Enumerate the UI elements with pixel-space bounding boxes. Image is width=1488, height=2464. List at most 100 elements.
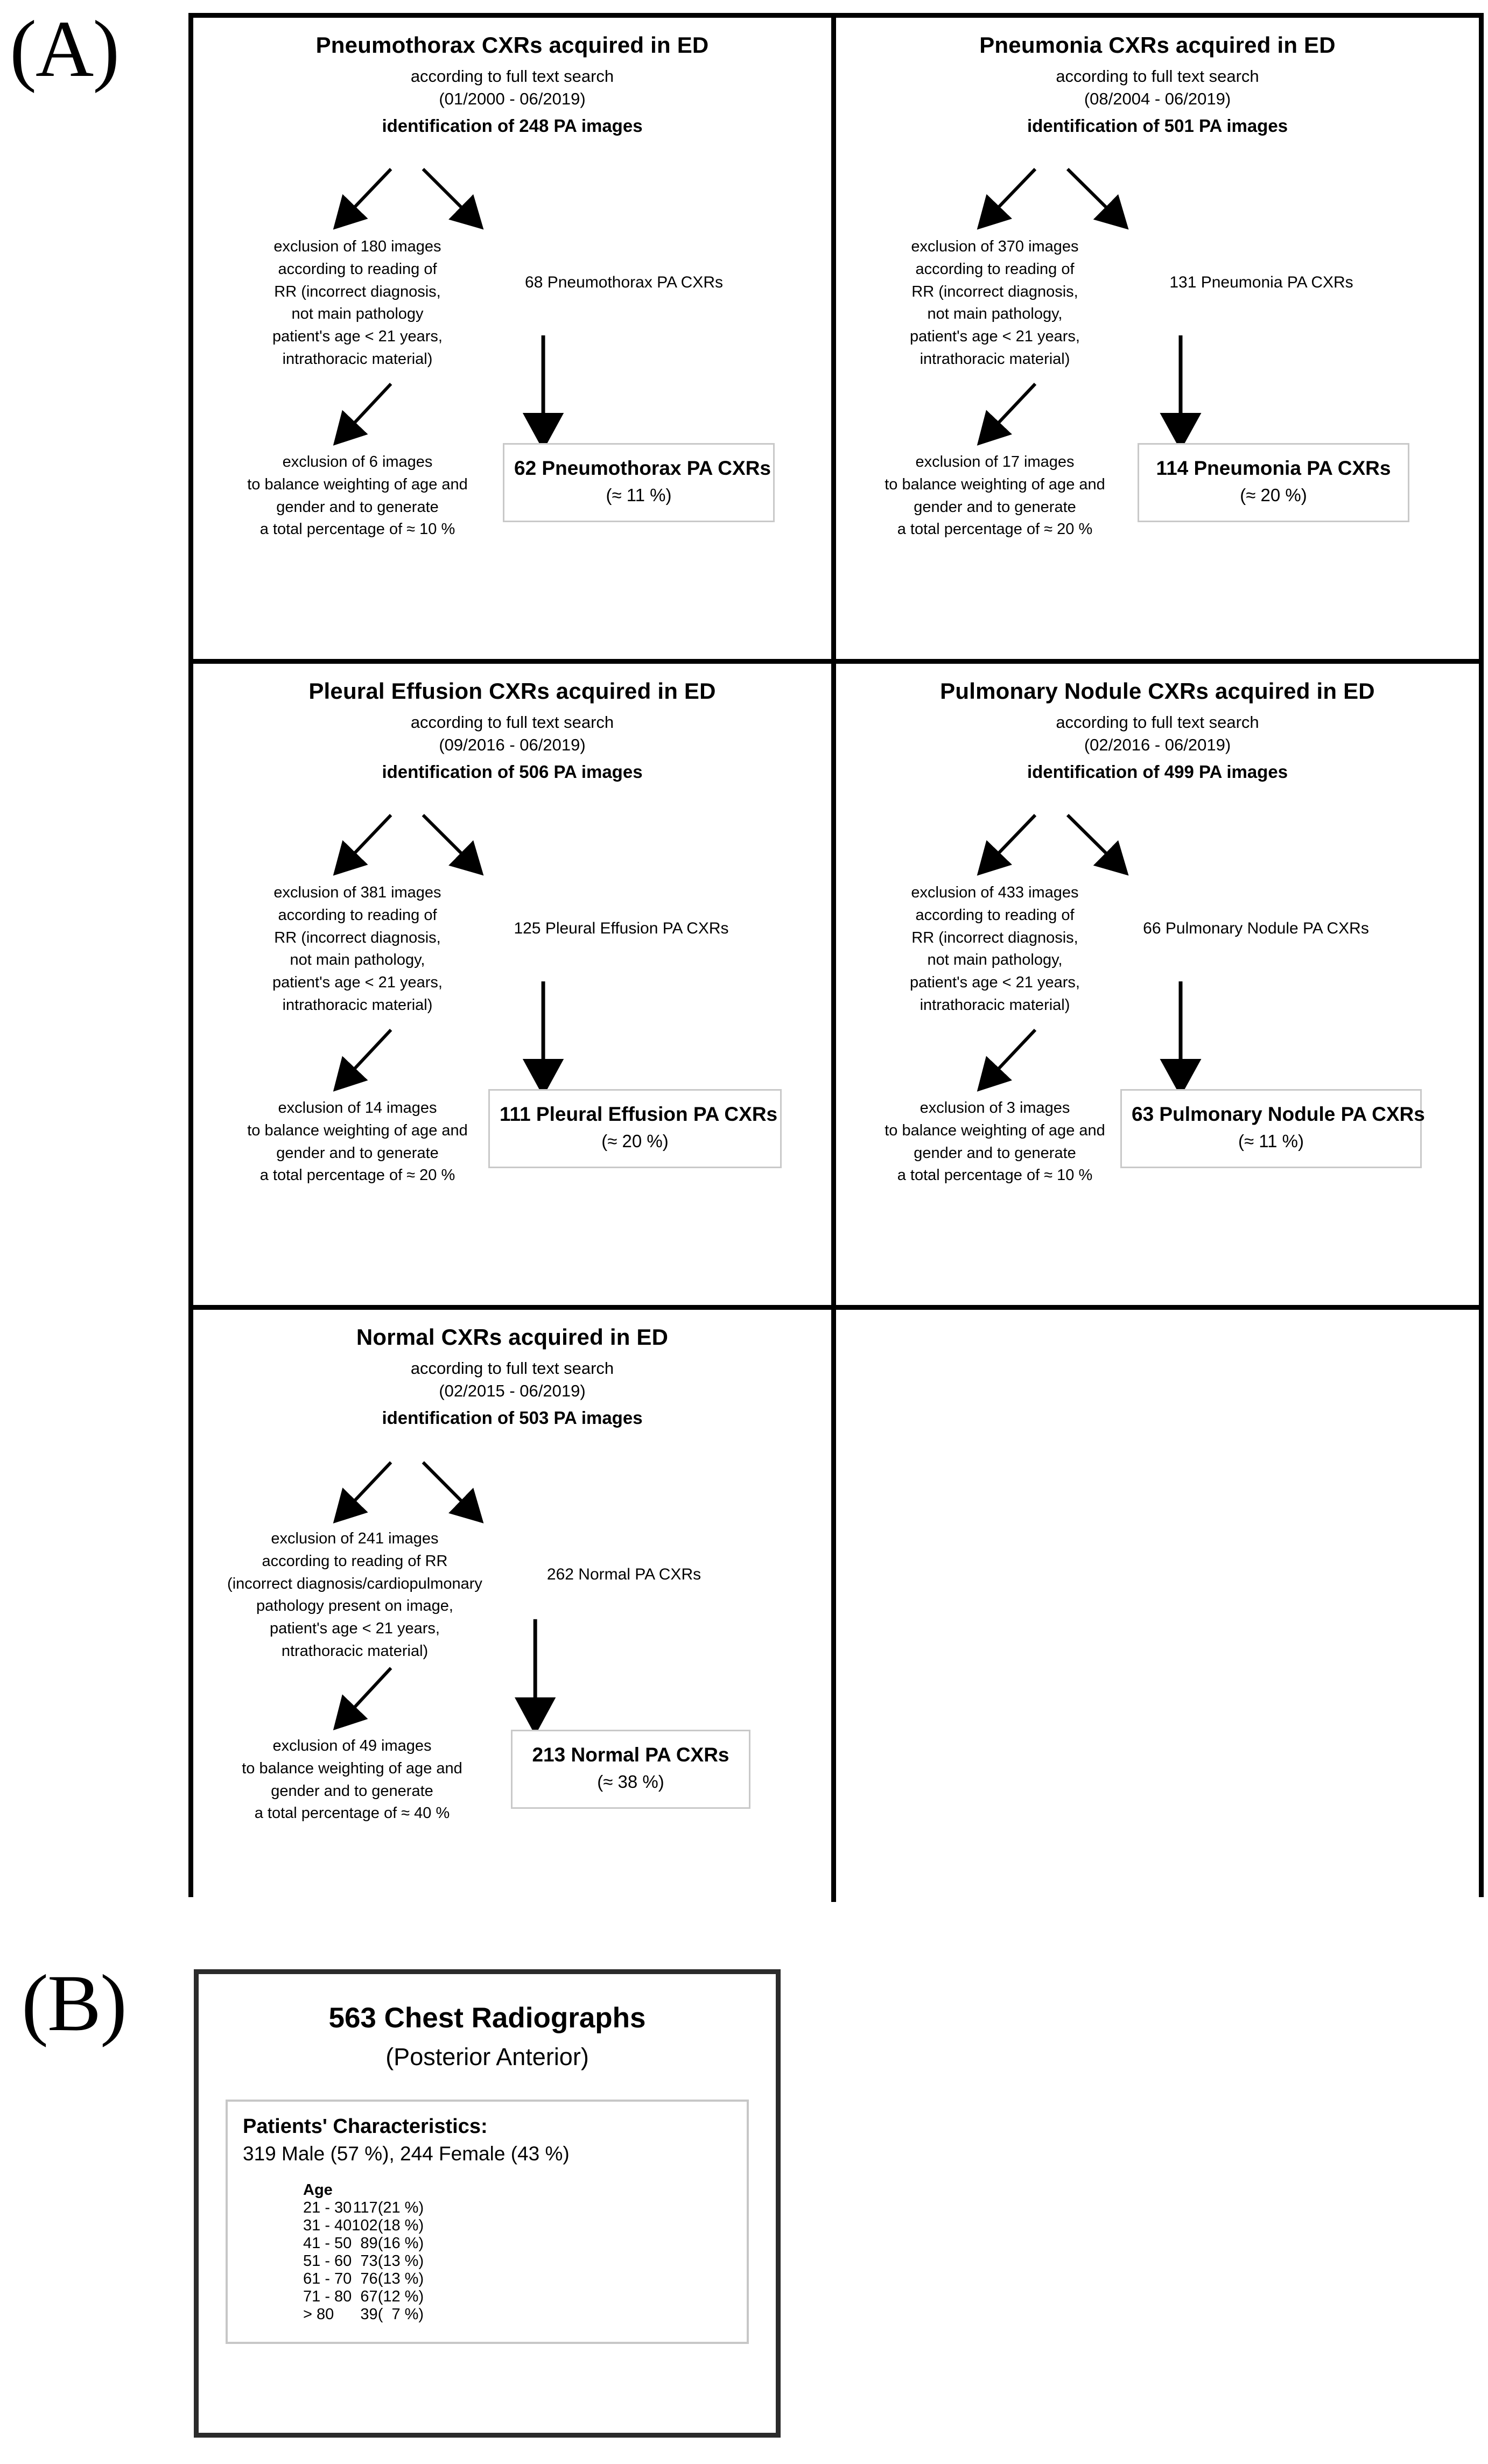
panel-date-range: (08/2004 - 06/2019) — [1084, 89, 1231, 108]
exclusion-step-2: exclusion of 3 images to balance weighti… — [885, 1099, 1105, 1184]
panel-header: Pleural Effusion CXRs acquired in ED acc… — [193, 664, 831, 784]
age-percentage: (16 %) — [377, 2234, 424, 2252]
arrow-diagonal-icon — [1066, 167, 1129, 230]
panel-subtitle: according to full text search — [1056, 66, 1259, 86]
table-row: 41 - 50 89 (16 %) — [303, 2235, 424, 2252]
panel-subtitle: according to full text search — [1056, 712, 1259, 732]
age-count: 89 — [360, 2234, 378, 2252]
arrow-diagonal-icon — [333, 1667, 392, 1731]
summary-title: 563 Chest Radiographs — [328, 2002, 646, 2034]
table-row: 51 - 60 73 (13 %) — [303, 2252, 424, 2270]
age-range: 51 - 60 — [303, 2252, 352, 2270]
result-count: 63 Pulmonary Nodule PA CXRs — [1132, 1103, 1425, 1125]
arrow-diagonal-icon — [977, 167, 1037, 230]
panel-b-summary: 563 Chest Radiographs (Posterior Anterio… — [194, 1969, 781, 2438]
age-percentage: (21 %) — [377, 2199, 424, 2216]
exclusion-step-1: exclusion of 241 images according to rea… — [227, 1530, 482, 1660]
age-distribution-table: Age 21 - 30 117 (21 %) 31 - 40 102 (18 %… — [303, 2181, 424, 2323]
arrow-diagonal-icon — [977, 813, 1037, 876]
panel-date-range: (02/2015 - 06/2019) — [439, 1381, 586, 1400]
result-box: 114 Pneumonia PA CXRs (≈ 20 %) — [1138, 443, 1409, 522]
age-percentage: (13 %) — [377, 2252, 424, 2270]
panel-identification: identification of 506 PA images — [382, 761, 643, 782]
age-range: 41 - 50 — [303, 2234, 352, 2252]
summary-subtitle: (Posterior Anterior) — [385, 2042, 589, 2070]
arrow-diagonal-icon — [333, 1461, 392, 1524]
table-row: 31 - 40 102 (18 %) — [303, 2217, 424, 2235]
result-count: 114 Pneumonia PA CXRs — [1156, 457, 1391, 479]
age-column-header: Age — [303, 2181, 333, 2199]
age-count: 76 — [360, 2270, 378, 2287]
flow-panel-pleural-effusion: Pleural Effusion CXRs acquired in ED acc… — [193, 664, 836, 1310]
age-range: 21 - 30 — [303, 2199, 352, 2216]
section-label-a: (A) — [10, 4, 120, 94]
age-range: 61 - 70 — [303, 2270, 352, 2287]
arrow-diagonal-icon — [333, 1028, 392, 1092]
intermediate-count: 131 Pneumonia PA CXRs — [1169, 273, 1353, 291]
panel-date-range: (01/2000 - 06/2019) — [439, 89, 586, 108]
exclusion-step-1: exclusion of 370 images according to rea… — [910, 238, 1080, 368]
table-row: > 80 39 ( 7 %) — [303, 2306, 424, 2323]
age-count: 39 — [360, 2305, 378, 2323]
arrow-diagonal-icon — [977, 382, 1037, 446]
patients-characteristics-box: Patients' Characteristics: 319 Male (57 … — [226, 2099, 749, 2344]
intermediate-count: 68 Pneumothorax PA CXRs — [525, 273, 723, 291]
empty-cell — [836, 1310, 1479, 1902]
panel-title: Pneumothorax CXRs acquired in ED — [315, 32, 709, 58]
exclusion-step-2: exclusion of 49 images to balance weight… — [242, 1737, 462, 1822]
arrow-diagonal-icon — [333, 382, 392, 446]
intermediate-count: 125 Pleural Effusion PA CXRs — [514, 919, 729, 937]
result-percentage: (≈ 20 %) — [1240, 485, 1307, 506]
result-percentage: (≈ 11 %) — [606, 485, 672, 506]
panel-date-range: (09/2016 - 06/2019) — [439, 735, 586, 754]
exclusion-step-2: exclusion of 14 images to balance weight… — [247, 1099, 468, 1184]
exclusion-step-2: exclusion of 17 images to balance weight… — [885, 453, 1105, 538]
arrow-diagonal-icon — [333, 167, 392, 230]
flow-panel-pulmonary-nodule: Pulmonary Nodule CXRs acquired in ED acc… — [836, 664, 1479, 1310]
panel-header: Pneumonia CXRs acquired in ED according … — [836, 18, 1479, 138]
table-row: 71 - 80 67 (12 %) — [303, 2288, 424, 2306]
table-row: 61 - 70 76 (13 %) — [303, 2270, 424, 2288]
flow-panel-pneumothorax: Pneumothorax CXRs acquired in ED accordi… — [193, 18, 836, 664]
panel-identification: identification of 503 PA images — [382, 1407, 643, 1428]
age-percentage: (12 %) — [377, 2287, 424, 2305]
arrow-diagonal-icon — [422, 813, 484, 876]
result-box: 63 Pulmonary Nodule PA CXRs (≈ 11 %) — [1120, 1089, 1425, 1168]
panel-header: Pulmonary Nodule CXRs acquired in ED acc… — [836, 664, 1479, 784]
result-box: 213 Normal PA CXRs (≈ 38 %) — [511, 1730, 750, 1809]
age-percentage: (18 %) — [377, 2216, 424, 2234]
gender-distribution: 319 Male (57 %), 244 Female (43 %) — [243, 2142, 570, 2165]
panel-title: Normal CXRs acquired in ED — [356, 1324, 669, 1350]
age-count: 73 — [360, 2252, 378, 2270]
result-percentage: (≈ 20 %) — [601, 1131, 669, 1152]
exclusion-step-1: exclusion of 180 images according to rea… — [272, 238, 443, 368]
exclusion-step-1: exclusion of 381 images according to rea… — [272, 884, 443, 1014]
section-label-b: (B) — [22, 1958, 127, 2048]
arrow-diagonal-icon — [422, 167, 484, 230]
arrow-diagonal-icon — [977, 1028, 1037, 1092]
panel-header: Normal CXRs acquired in ED according to … — [193, 1310, 831, 1430]
exclusion-step-1: exclusion of 433 images according to rea… — [910, 884, 1080, 1014]
age-range: 31 - 40 — [303, 2216, 352, 2234]
age-count: 102 — [352, 2216, 378, 2234]
panel-title: Pulmonary Nodule CXRs acquired in ED — [940, 678, 1375, 704]
result-percentage: (≈ 38 %) — [597, 1772, 664, 1792]
panel-identification: identification of 501 PA images — [1027, 115, 1288, 136]
panel-subtitle: according to full text search — [410, 1358, 614, 1378]
panel-title: Pleural Effusion CXRs acquired in ED — [308, 678, 716, 704]
result-count: 213 Normal PA CXRs — [532, 1744, 729, 1766]
panel-subtitle: according to full text search — [410, 712, 614, 732]
table-header-row: Age — [303, 2181, 424, 2199]
result-count: 111 Pleural Effusion PA CXRs — [500, 1103, 778, 1125]
intermediate-count: 66 Pulmonary Nodule PA CXRs — [1143, 919, 1369, 937]
result-box: 111 Pleural Effusion PA CXRs (≈ 20 %) — [488, 1089, 782, 1168]
arrow-diagonal-icon — [422, 1461, 484, 1524]
intermediate-count: 262 Normal PA CXRs — [546, 1566, 701, 1583]
result-percentage: (≈ 11 %) — [1238, 1131, 1304, 1152]
flow-panel-normal: Normal CXRs acquired in ED according to … — [193, 1310, 836, 1902]
exclusion-step-2: exclusion of 6 images to balance weighti… — [247, 453, 468, 538]
panel-identification: identification of 499 PA images — [1027, 761, 1288, 782]
result-box: 62 Pneumothorax PA CXRs (≈ 11 %) — [503, 443, 775, 522]
panel-a-grid: Pneumothorax CXRs acquired in ED accordi… — [188, 13, 1484, 1902]
